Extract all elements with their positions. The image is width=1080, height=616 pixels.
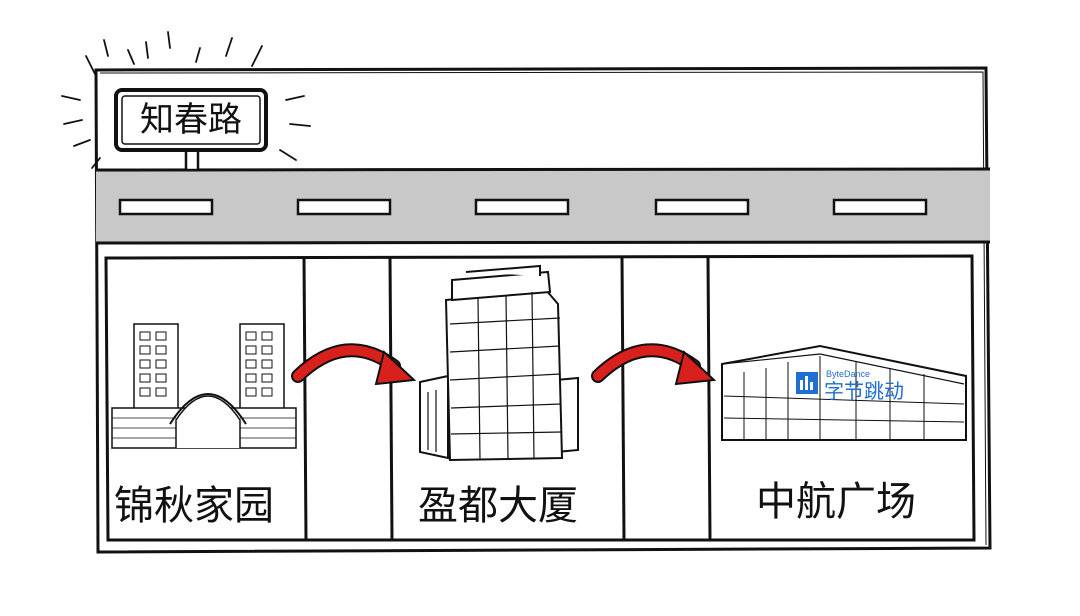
building-label-yingdu: 盈都大厦 [418, 483, 578, 529]
building-label-jinqiu: 锦秋家园 [114, 483, 274, 529]
bytedance-logo-small: ByteDance [826, 369, 870, 379]
building-label-zhonghang: 中航广场 [756, 479, 916, 525]
bytedance-office-icon [721, 344, 967, 441]
lane-markings [118, 198, 928, 216]
bytedance-logo-large: 字节跳动 [824, 379, 904, 403]
arrow-2-icon [591, 343, 717, 386]
residential-compound-icon [111, 323, 297, 449]
road [95, 167, 991, 245]
arrow-1-icon [291, 343, 417, 386]
road-sign [61, 31, 311, 172]
office-tower-icon [419, 264, 579, 462]
outer-frame [94, 66, 992, 554]
road-sign-label: 知春路 [140, 100, 242, 140]
sparkle-lines [61, 31, 311, 169]
